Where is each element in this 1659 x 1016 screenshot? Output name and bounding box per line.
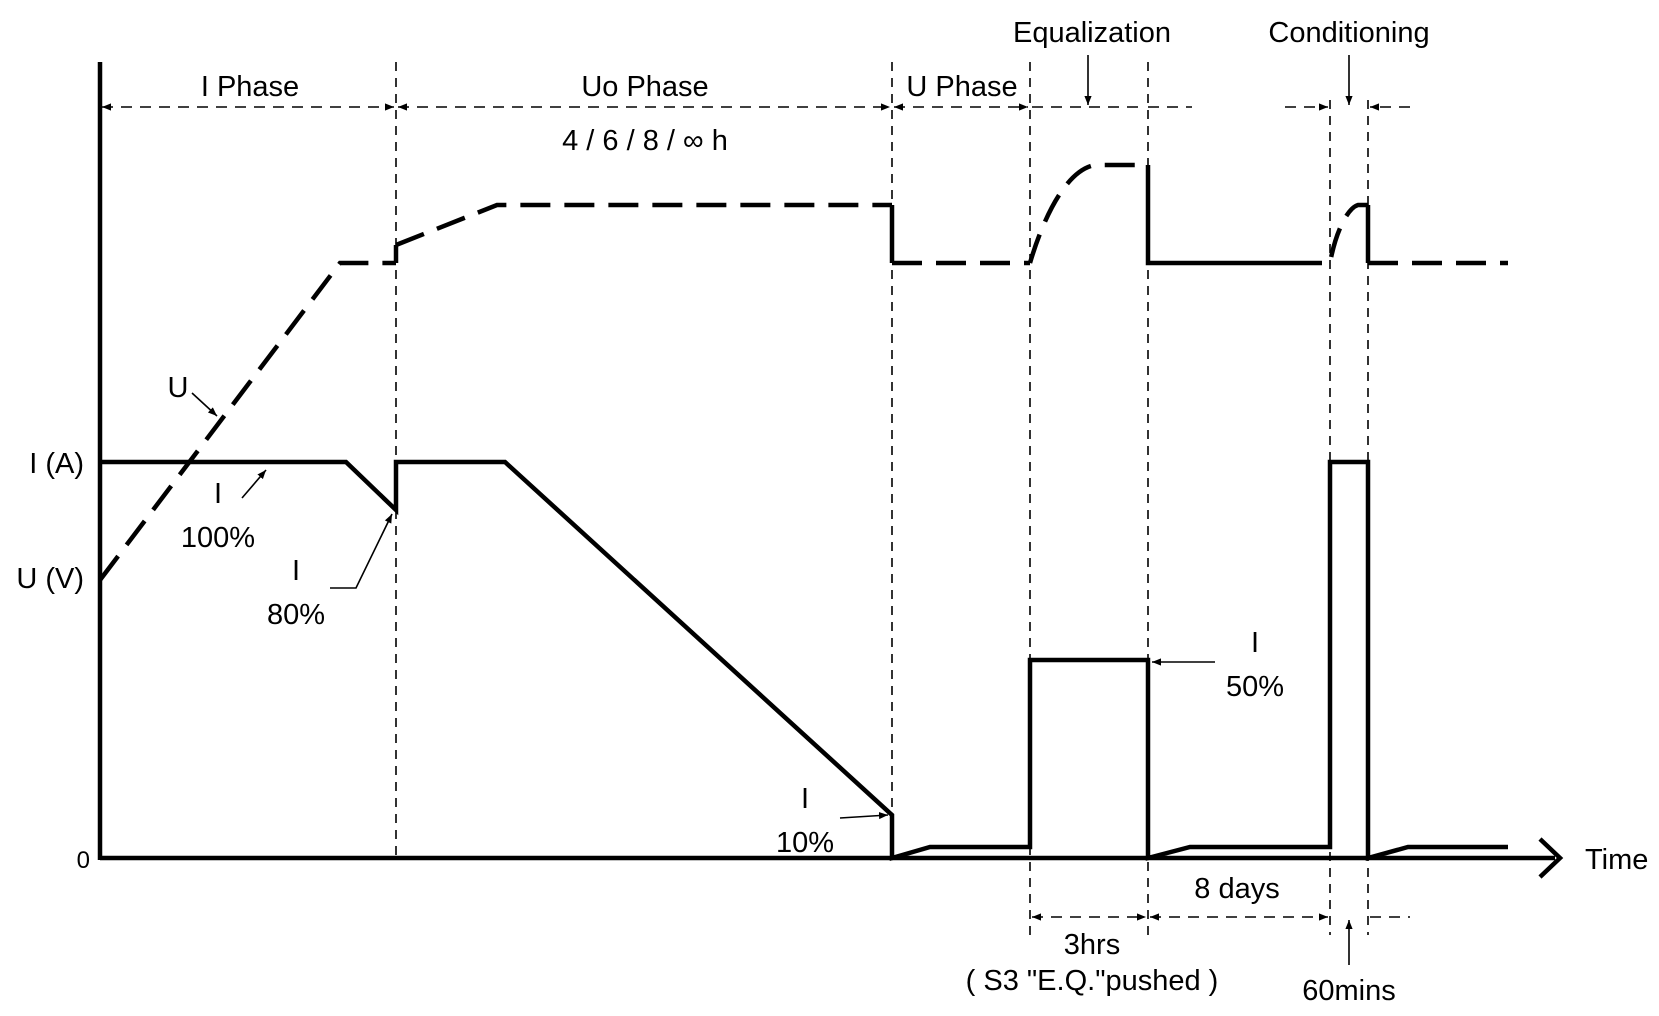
duration-dimensions: [1032, 913, 1410, 965]
i-profile: [100, 459, 1508, 861]
u-pointer-arrow-icon: [191, 392, 218, 417]
i50-label-top: I: [1251, 627, 1259, 659]
cond-duration-label: 60mins: [1302, 975, 1396, 1007]
i80-label-top: I: [292, 555, 300, 587]
i50-label-bottom: 50%: [1226, 671, 1284, 703]
u-equalization: [1027, 162, 1148, 264]
u-phase-label: U Phase: [906, 71, 1017, 103]
pointer-lines: [191, 392, 1215, 820]
x-axis-arrow-icon: [1538, 837, 1564, 879]
i100-label-top: I: [214, 478, 222, 510]
equalization-label: Equalization: [1013, 17, 1171, 49]
uo-phase-label: Uo Phase: [581, 71, 708, 103]
i100-pointer-arrow-icon: [241, 469, 267, 499]
origin-label: 0: [77, 847, 90, 874]
i-phase-label: I Phase: [201, 71, 299, 103]
voltage-curve: [98, 162, 1508, 582]
phase-dimensions: [102, 55, 1410, 111]
eq-note-label: ( S3 "E.Q."pushed ): [966, 965, 1219, 997]
i10-label-bottom: 10%: [776, 827, 834, 859]
u-conditioning: [1292, 202, 1368, 266]
y-current-label: I (A): [29, 448, 84, 480]
labels: I Phase Uo Phase 4 / 6 / 8 / ∞ h U Phase…: [16, 17, 1648, 1007]
i100-label-bottom: 100%: [181, 522, 255, 554]
conditioning-label: Conditioning: [1268, 17, 1429, 49]
u-ramp: [98, 260, 396, 582]
i80-label-bottom: 80%: [267, 599, 325, 631]
i80-pointer-arrow-icon: [330, 513, 393, 589]
i10-pointer-arrow-icon: [839, 811, 889, 820]
x-axis-label: Time: [1585, 844, 1648, 876]
i10-label-top: I: [801, 783, 809, 815]
interval-label: 8 days: [1194, 873, 1279, 905]
y-voltage-label: U (V): [16, 563, 84, 595]
eq-duration-label: 3hrs: [1064, 929, 1120, 961]
u-uo-level: [395, 202, 892, 248]
u-eq-drop: [1145, 165, 1292, 266]
u-curve-label: U: [168, 372, 189, 404]
current-curve: [100, 459, 1508, 861]
uo-duration-label: 4 / 6 / 8 / ∞ h: [562, 125, 728, 157]
